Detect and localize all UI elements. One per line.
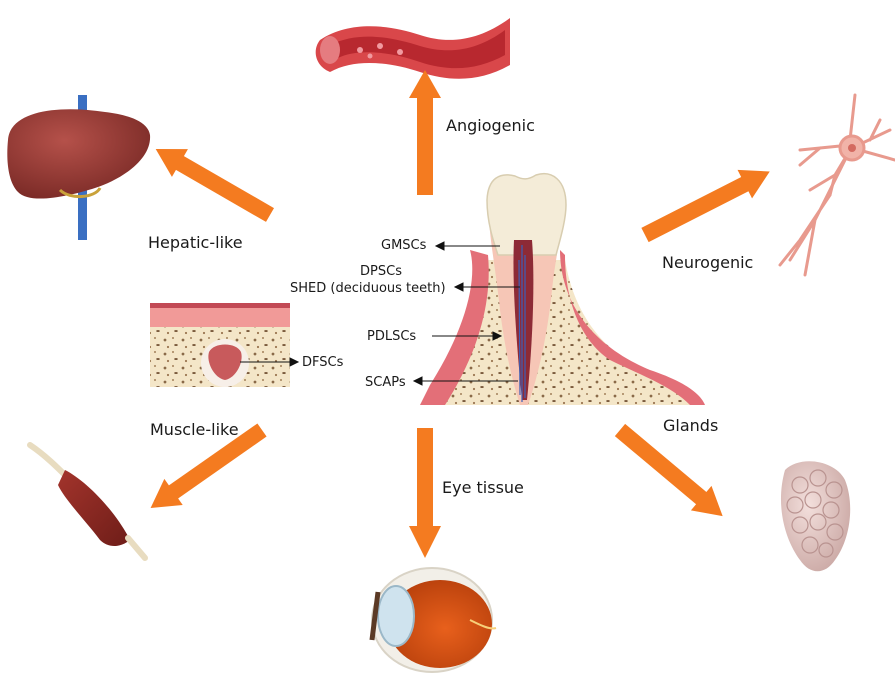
gland-icon [781,461,850,571]
label-dfscs: DFSCs [302,355,343,370]
dental-follicle-icon [150,303,290,387]
neuron-icon [780,95,895,275]
label-scaps: SCAPs [365,375,406,390]
arrow-hepatic [148,135,278,229]
label-shed: SHED (deciduous teeth) [290,281,446,296]
label-gmscs: GMSCs [381,238,426,253]
arrow-neurogenic [638,157,777,249]
label-dpscs: DPSCs [354,264,408,279]
label-angiogenic: Angiogenic [446,116,535,135]
arrow-angiogenic [409,70,441,195]
label-eye: Eye tissue [442,478,524,497]
label-neurogenic: Neurogenic [662,253,753,272]
liver-icon [7,95,150,240]
eye-icon [372,568,496,672]
blood-vessel-icon [316,18,510,79]
label-pdlscs: PDLSCs [367,329,416,344]
muscle-icon [30,445,145,558]
label-muscle: Muscle-like [150,420,239,439]
label-glands: Glands [663,416,718,435]
arrow-eye [409,428,441,558]
label-hepatic: Hepatic-like [148,233,243,252]
